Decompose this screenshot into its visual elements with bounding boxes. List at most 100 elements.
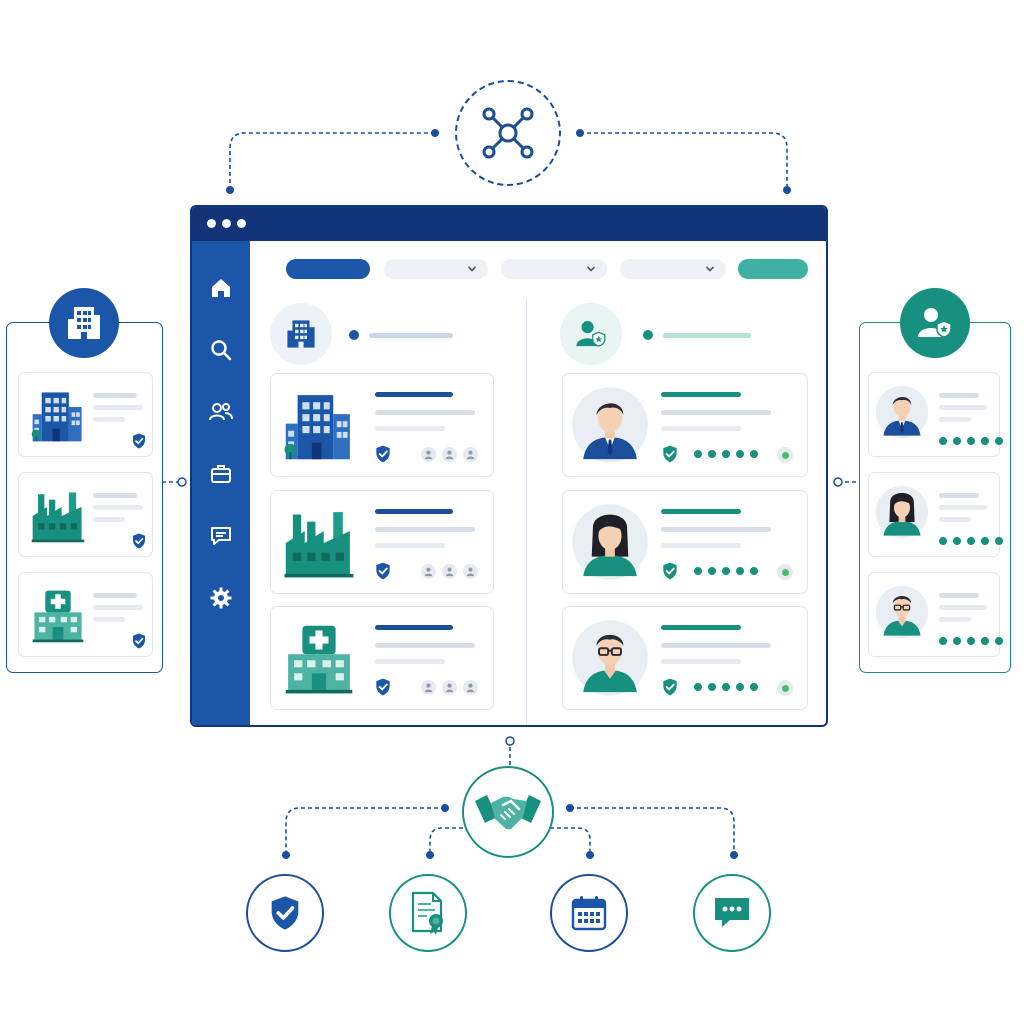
member-icon — [463, 447, 478, 462]
professional-card[interactable] — [562, 373, 808, 477]
rating-dots — [694, 567, 758, 575]
online-status-indicator — [777, 680, 793, 696]
office-building-icon — [68, 307, 100, 339]
header-line — [369, 333, 453, 338]
home-icon — [212, 279, 230, 297]
rating-dots — [939, 437, 1003, 445]
online-status-indicator — [777, 447, 793, 463]
header-line — [663, 333, 751, 338]
professional-side-card[interactable] — [868, 472, 1003, 557]
window-control-dot[interactable] — [207, 219, 216, 228]
chevron-down-icon — [466, 263, 478, 275]
verified-shield-icon — [130, 532, 148, 550]
sidebar-item-messages[interactable] — [206, 521, 236, 551]
organization-card[interactable] — [270, 606, 494, 710]
organization-card[interactable] — [270, 373, 494, 477]
org-side-card[interactable] — [18, 372, 153, 457]
man-in-suit-avatar — [875, 385, 929, 439]
left-panel-badge — [49, 288, 119, 358]
feature-messaging[interactable] — [693, 874, 771, 952]
member-icon — [442, 447, 457, 462]
filter-dropdown-1[interactable] — [384, 259, 488, 279]
man-with-glasses-avatar — [875, 585, 929, 639]
sidebar-item-search[interactable] — [206, 335, 236, 365]
primary-action-pill[interactable] — [286, 259, 370, 279]
calendar-icon — [571, 896, 607, 931]
rating-dots — [694, 683, 758, 691]
hospital-icon — [29, 587, 87, 645]
member-icon — [442, 564, 457, 579]
users-icon — [209, 403, 233, 421]
certificate-document-icon — [411, 891, 443, 935]
verified-shield-icon — [373, 444, 393, 464]
office-building-icon — [287, 320, 315, 348]
handshake-icon — [475, 795, 541, 830]
network-hub — [455, 80, 561, 186]
verified-user-icon — [576, 321, 606, 347]
partnership-hub — [462, 766, 554, 858]
verified-user-icon — [918, 308, 952, 338]
org-side-card[interactable] — [18, 472, 153, 557]
online-status-indicator — [777, 564, 793, 580]
professional-card[interactable] — [562, 606, 808, 710]
verified-shield-icon — [660, 444, 680, 464]
verified-shield-icon — [660, 677, 680, 697]
main-app-window — [190, 205, 828, 727]
feature-security[interactable] — [246, 874, 324, 952]
organizations-header-icon — [270, 303, 332, 365]
window-titlebar — [192, 207, 826, 241]
filter-dropdown-3[interactable] — [620, 259, 726, 279]
professionals-header-icon — [560, 303, 622, 365]
window-control-dot[interactable] — [237, 219, 246, 228]
window-control-dot[interactable] — [222, 219, 231, 228]
header-bullet — [349, 330, 359, 340]
network-nodes-icon — [482, 107, 534, 159]
verified-shield-icon — [130, 432, 148, 450]
verified-shield-icon — [130, 632, 148, 650]
factory-icon — [29, 487, 87, 545]
rating-dots — [939, 637, 1003, 645]
member-icon — [421, 680, 436, 695]
professional-side-card[interactable] — [868, 372, 1003, 457]
professional-side-card[interactable] — [868, 572, 1003, 657]
office-building-icon — [29, 387, 87, 445]
gear-icon — [210, 587, 232, 609]
verified-shield-icon — [373, 677, 393, 697]
office-building-icon — [281, 388, 357, 464]
column-divider — [526, 299, 527, 725]
chat-icon — [211, 527, 231, 545]
rating-dots — [939, 537, 1003, 545]
organization-card[interactable] — [270, 490, 494, 594]
woman-avatar — [571, 503, 649, 581]
chat-bubble-icon — [715, 898, 749, 927]
feature-scheduling[interactable] — [550, 874, 628, 952]
feature-certification[interactable] — [389, 874, 467, 952]
chevron-down-icon — [704, 263, 716, 275]
search-icon — [211, 340, 232, 361]
man-with-glasses-avatar — [571, 619, 649, 697]
briefcase-icon — [211, 465, 231, 483]
teal-action-pill[interactable] — [738, 259, 808, 279]
sidebar-item-users[interactable] — [206, 397, 236, 427]
member-icon — [421, 564, 436, 579]
hospital-icon — [281, 621, 357, 697]
member-icon — [421, 447, 436, 462]
filter-dropdown-2[interactable] — [501, 259, 607, 279]
app-sidebar — [192, 241, 250, 725]
org-side-card[interactable] — [18, 572, 153, 657]
sidebar-item-settings[interactable] — [206, 583, 236, 613]
chevron-down-icon — [585, 263, 597, 275]
rating-dots — [694, 450, 758, 458]
right-panel-badge — [900, 288, 970, 358]
professional-card[interactable] — [562, 490, 808, 594]
member-icon — [442, 680, 457, 695]
man-in-suit-avatar — [571, 386, 649, 464]
member-icon — [463, 564, 478, 579]
verified-shield-icon — [373, 561, 393, 581]
woman-avatar — [875, 485, 929, 539]
sidebar-item-briefcase[interactable] — [206, 459, 236, 489]
header-bullet — [643, 330, 653, 340]
member-icon — [463, 680, 478, 695]
sidebar-item-home[interactable] — [206, 273, 236, 303]
verified-shield-icon — [660, 561, 680, 581]
